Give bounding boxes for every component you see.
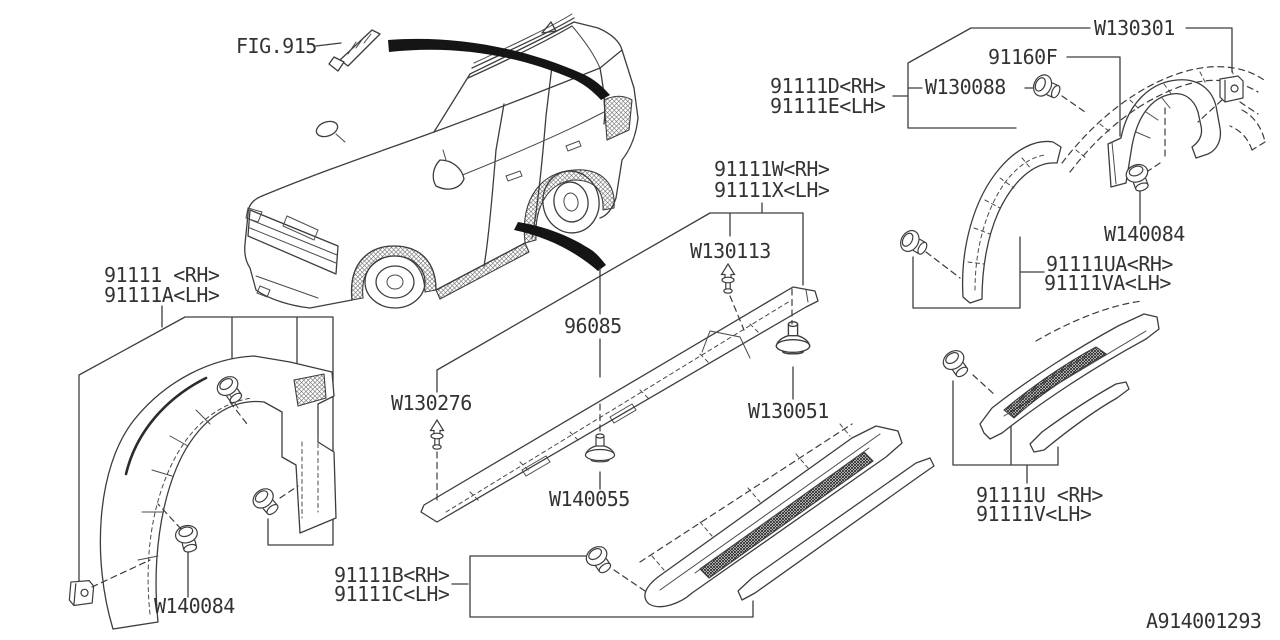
- clip-91111b-icon: [582, 542, 617, 578]
- callout-91111x-lh: 91111X<LH>: [714, 178, 830, 202]
- rear-quarter-hatch: [603, 95, 633, 141]
- fender-garnish-strip: [1029, 381, 1130, 453]
- callout-w130088: W130088: [925, 75, 1006, 99]
- callout-w140084-right: W140084: [1104, 222, 1185, 246]
- roof-arrow-swoosh: [388, 38, 610, 100]
- callout-w140055: W140055: [549, 487, 630, 511]
- callout-91111w-rh: 91111W<RH>: [714, 157, 830, 181]
- rocker-arrow-swoosh: [514, 222, 606, 271]
- front-arch-molding: [99, 355, 337, 630]
- callout-91111u-rh: 91111U <RH>: [976, 483, 1103, 507]
- callout-91111-rh: 91111 <RH>: [104, 263, 220, 287]
- quarter-strip-assembly: [896, 140, 1062, 309]
- clip-w140055-icon: [584, 433, 616, 463]
- clip-w130276-icon: [429, 419, 445, 450]
- callout-w130051: W130051: [748, 399, 829, 423]
- callout-91111v-lh: 91111V<LH>: [976, 502, 1092, 526]
- fig915-part: [339, 29, 381, 67]
- clip-w130301-icon: [1219, 75, 1244, 103]
- callout-91111c-lh: 91111C<LH>: [334, 582, 450, 606]
- callout-w130276: W130276: [391, 391, 472, 415]
- diagram-code: A914001293: [1146, 609, 1261, 633]
- callout-w130301: W130301: [1094, 16, 1175, 40]
- callout-w140084-left: W140084: [154, 594, 235, 618]
- callout-91111ua-rh: 91111UA<RH>: [1046, 252, 1173, 276]
- callout-91111e-lh: 91111E<LH>: [770, 94, 886, 118]
- callout-w130113: W130113: [690, 239, 771, 263]
- rear-arch-hatch: [523, 169, 615, 244]
- clip-front-arch-lower-icon: [248, 484, 284, 520]
- fender-protector-91160f: [1061, 66, 1265, 164]
- vehicle-illustration: [244, 13, 639, 309]
- callout-labels: FIG.915 W130301 91160F W130088 91111D<RH…: [104, 16, 1262, 633]
- door-molding-strip: [737, 457, 935, 601]
- clip-front-corner-icon: [68, 578, 95, 608]
- sill-garnish-96085: [420, 286, 819, 523]
- callout-96085: 96085: [564, 314, 622, 338]
- callout-91111b-rh: 91111B<RH>: [334, 563, 450, 587]
- sill-assembly: [420, 202, 819, 523]
- callout-91111va-lh: 91111VA<LH>: [1044, 271, 1171, 295]
- clip-w130113-icon: [720, 263, 736, 294]
- clip-91111u-icon: [939, 346, 974, 382]
- callout-91111d-rh: 91111D<RH>: [770, 74, 886, 98]
- rear-arch-molding: [1107, 79, 1222, 188]
- callout-fig915: FIG.915: [236, 34, 317, 58]
- front-arch-assembly: [68, 305, 337, 630]
- clip-91111ua-icon: [896, 226, 932, 261]
- clip-w140084-left-icon: [173, 522, 203, 556]
- clip-w130088-icon: [1029, 71, 1065, 104]
- callout-91111a-lh: 91111A<LH>: [104, 283, 220, 307]
- fender-garnish-assembly: [939, 300, 1160, 484]
- fig915-assembly: [315, 29, 381, 72]
- rocker-hatch: [435, 242, 530, 300]
- door-molding-assembly: [451, 423, 935, 618]
- clip-w130051-icon: [775, 321, 811, 355]
- rear-arch-assembly: [892, 27, 1266, 225]
- callout-91160f: 91160F: [988, 45, 1057, 69]
